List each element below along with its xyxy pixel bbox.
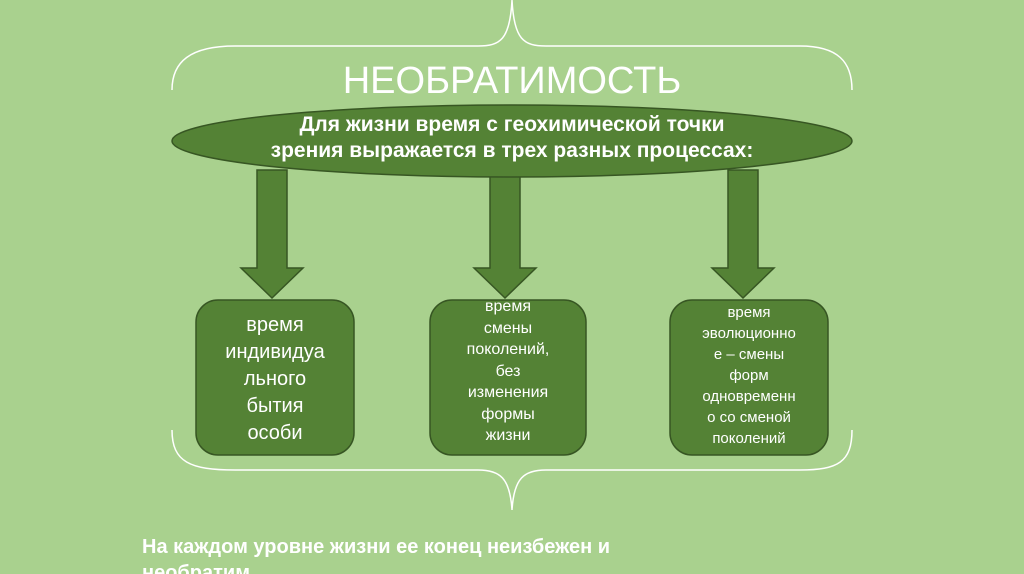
box-line: е – смены xyxy=(713,346,785,363)
arrow-down-center xyxy=(472,169,538,300)
box-line: без xyxy=(495,362,521,380)
box-evolutionary-change xyxy=(669,299,829,456)
box-evolutionary-change-text: время эволюционно е – смены форм одновре… xyxy=(672,302,826,449)
box-line: время xyxy=(485,298,531,315)
oval-text-line-1: Для жизни время с геохимической точки xyxy=(299,113,725,136)
box-generation-change-text: время смены поколений, без изменения фор… xyxy=(432,296,584,447)
arrow-down-left xyxy=(239,169,305,300)
box-line: форм xyxy=(729,367,769,384)
box-line: жизни xyxy=(485,427,531,444)
box-line: время xyxy=(727,304,771,321)
box-line: смены xyxy=(483,319,533,337)
box-line: особи xyxy=(247,422,303,444)
conclusion-line-2: необратим. xyxy=(142,562,256,574)
process-oval xyxy=(171,104,853,178)
box-line: о со сменой xyxy=(707,409,791,426)
box-line: поколений xyxy=(712,430,786,447)
box-individual-existence xyxy=(195,299,355,456)
box-line: время xyxy=(246,314,304,336)
page-title: НЕОБРАТИМОСТЬ xyxy=(342,60,682,102)
box-line: изменения xyxy=(467,384,549,401)
bottom-brace xyxy=(171,429,853,511)
oval-text-line-2: зрения выражается в трех разных процесса… xyxy=(270,139,754,162)
box-line: бытия xyxy=(246,395,304,417)
box-line: одновременн xyxy=(702,388,796,405)
box-individual-existence-text: время индивидуа льного бытия особи xyxy=(198,312,352,447)
box-line: формы xyxy=(481,405,535,423)
oval-text: Для жизни время с геохимической точки зр… xyxy=(180,112,844,164)
box-line: эволюционно xyxy=(702,325,796,342)
box-line: индивидуа xyxy=(225,341,325,363)
conclusion-line-1: На каждом уровне жизни ее конец неизбеже… xyxy=(142,536,611,558)
conclusion-text: На каждом уровне жизни ее конец неизбеже… xyxy=(142,534,882,574)
top-brace xyxy=(171,0,853,91)
arrow-down-right xyxy=(710,169,776,300)
box-generation-change xyxy=(429,299,587,456)
box-line: льного xyxy=(243,368,307,390)
box-line: поколений, xyxy=(466,341,550,358)
